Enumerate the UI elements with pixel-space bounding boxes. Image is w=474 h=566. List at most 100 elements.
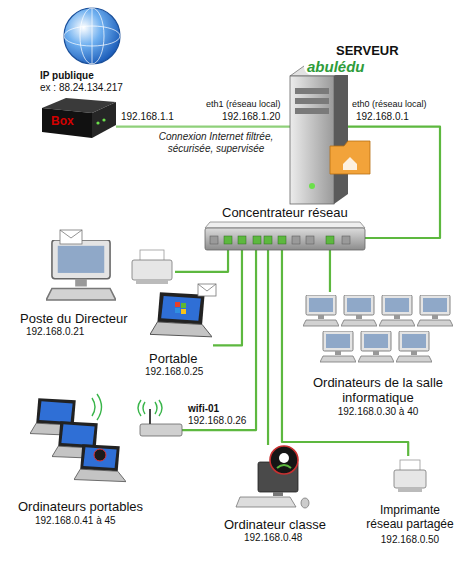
router-side — [92, 102, 116, 138]
lab-pc — [358, 331, 394, 362]
ip-address: 192.168.0.50 — [365, 534, 455, 546]
hub-port — [278, 236, 286, 244]
device-name: Portable — [149, 352, 197, 367]
keyboard — [236, 497, 296, 507]
hub-port — [306, 236, 314, 244]
abuledu-logo — [94, 449, 106, 461]
shared-printer: Imprimante réseau partagée192.168.0.50 — [365, 456, 455, 546]
abuledu-logo — [270, 446, 298, 474]
drive-bay — [295, 108, 329, 114]
ip-address: 192.168.1.20 — [222, 111, 280, 123]
network-cable — [116, 126, 290, 128]
device-name: Ordinateurs de la salle informatique — [310, 376, 446, 406]
device-name: Box — [51, 115, 74, 129]
laptop-station: Portable192.168.0.25 — [143, 290, 213, 378]
director-pc — [46, 240, 116, 300]
windows-logo — [181, 303, 186, 308]
hub-port — [224, 236, 232, 244]
router-led — [102, 118, 105, 121]
wifi-wave — [92, 398, 95, 416]
wifi-wave — [155, 402, 157, 414]
windows-logo — [175, 302, 180, 307]
network-cable — [282, 250, 408, 456]
monitor-neck — [273, 492, 283, 496]
power-led — [309, 183, 315, 189]
wifi-wave — [97, 394, 102, 420]
server-front — [290, 76, 334, 204]
device-name: Ordinateur classe — [224, 518, 326, 533]
mail-flap — [198, 284, 216, 291]
lab-pc — [396, 331, 432, 362]
ip-address: 192.168.0.25 — [145, 366, 203, 378]
ip-address: 192.168.0.41 à 45 — [35, 515, 116, 527]
node-heading: SERVEUR — [336, 44, 399, 59]
connection-label: Connexion Internet filtrée, sécurisée, s… — [142, 131, 290, 154]
internet-globe — [64, 8, 120, 64]
router-front — [42, 108, 92, 138]
access-point — [140, 424, 182, 436]
mail-envelope — [198, 284, 216, 296]
globe-axis — [92, 8, 93, 64]
class-computer: Ordinateur classe192.168.0.48 — [222, 445, 332, 537]
computer-room: Ordinateurs de la salle informatique192.… — [298, 292, 453, 416]
abuledu-logo-smile — [277, 465, 291, 468]
network-cable — [175, 250, 228, 272]
hub-port — [264, 236, 272, 244]
wifi-wave — [143, 402, 145, 414]
lab-pc — [303, 295, 339, 326]
ip-address: 192.168.0.26 — [188, 415, 246, 427]
hub-port — [238, 236, 246, 244]
lab-pc — [320, 331, 356, 362]
device-name: Imprimante réseau partagée — [360, 504, 460, 532]
wireless-laptops: Ordinateurs portables192.168.0.41 à 45 — [15, 398, 140, 522]
director-station: Poste du Directeur192.168.0.21 — [20, 232, 175, 334]
mail-flap — [60, 230, 82, 238]
network-cable — [213, 250, 242, 345]
windows-logo — [181, 309, 186, 314]
router-box: IP publiqueex : 88.24.134.217Box — [36, 70, 116, 140]
wifi-access-point: wifi-01192.168.0.26 — [140, 415, 182, 441]
wifi-wave — [159, 400, 162, 416]
mail-envelope — [60, 230, 82, 244]
interface-name: eth0 (réseau local) — [352, 99, 427, 109]
network-cable — [329, 250, 331, 292]
printer-body — [132, 260, 172, 280]
lab-pc — [341, 295, 377, 326]
abuledu-logo-face — [279, 453, 289, 463]
network-cable — [182, 250, 256, 430]
node-heading: Concentrateur réseau — [222, 206, 348, 221]
node-heading: IP publique — [40, 70, 94, 82]
ip-address: 192.168.0.21 — [26, 326, 84, 338]
router-led — [96, 121, 99, 124]
hub-front — [205, 228, 365, 250]
device-name: wifi-01 — [188, 403, 219, 415]
lab-pc — [379, 295, 415, 326]
ip-address: 192.168.0.1 — [356, 111, 409, 123]
hub-top — [205, 222, 365, 228]
windows-logo — [175, 308, 180, 313]
lab-pc — [417, 295, 453, 326]
wifi-wave — [138, 400, 141, 416]
shared-folder — [330, 141, 370, 174]
interface-name: eth1 (réseau local) — [206, 99, 281, 109]
ip-address: 192.168.0.48 — [244, 532, 302, 544]
hub-port — [253, 236, 261, 244]
ip-address: 192.168.1.1 — [121, 111, 174, 123]
network-cable — [267, 250, 269, 445]
mouse — [301, 498, 309, 508]
hub-port — [292, 236, 300, 244]
wireless-laptop — [74, 444, 126, 481]
home-icon — [343, 157, 357, 170]
printer-tray — [398, 488, 422, 492]
hub-port — [326, 236, 334, 244]
drive-bay — [295, 88, 329, 94]
hub-port — [210, 236, 218, 244]
printer-tray — [136, 280, 168, 284]
hub-port — [342, 236, 350, 244]
network-hub: Concentrateur réseau — [205, 226, 365, 250]
device-name: Ordinateurs portables — [18, 500, 143, 515]
windows-laptop — [150, 292, 212, 337]
ip-address: ex : 88.24.134.217 — [40, 82, 123, 94]
